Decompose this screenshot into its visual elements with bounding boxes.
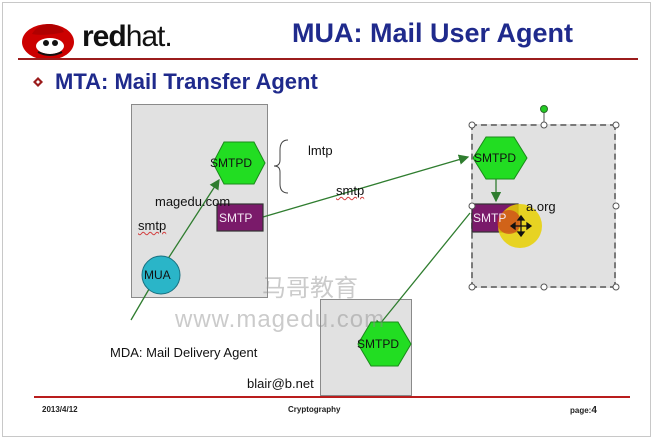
footer-divider <box>34 396 630 398</box>
smtpd-hexagon-bnet <box>357 321 412 367</box>
smtp-label-aorg: SMTP <box>473 211 507 225</box>
smtpd-label-magedu: SMTPD <box>210 156 252 170</box>
slide-border <box>2 2 651 437</box>
footer-topic: Cryptography <box>288 405 341 414</box>
watermark-chinese: 马哥教育 <box>262 274 358 302</box>
footer-page-number: 4 <box>591 405 597 416</box>
smtpd-label-bnet: SMTPD <box>357 337 399 351</box>
selection-handles[interactable] <box>468 121 620 291</box>
lmtp-brace-icon <box>273 139 289 194</box>
smtpd-label-aorg: SMTPD <box>474 151 516 165</box>
arrow-mda-to-mua <box>130 283 153 321</box>
move-cursor-icon <box>509 214 533 238</box>
lmtp-label: lmtp <box>308 143 333 158</box>
footer-page-label: page: <box>570 406 592 415</box>
diamond-bullet-icon <box>33 77 43 87</box>
arrow-mua-to-smtpd <box>161 178 220 269</box>
smtp-box-magedu <box>216 203 264 232</box>
smtp-edge-label-middle: smtp <box>336 183 365 198</box>
smtpd-hexagon-aorg <box>472 136 528 180</box>
smtpd-hexagon-magedu <box>212 141 266 185</box>
redhat-wordmark: redhat. <box>82 20 173 53</box>
footer-page: page:4 <box>570 405 597 416</box>
mda-label: MDA: Mail Delivery Agent <box>110 345 258 360</box>
smtp-label-magedu: SMTP <box>219 211 253 225</box>
arrow-aorg-to-bnet <box>374 212 471 332</box>
footer-date: 2013/4/12 <box>42 405 78 414</box>
smtp-edge-label-left: smtp <box>138 218 167 233</box>
aorg-domain-label: a.org <box>526 199 556 214</box>
redhat-logo <box>22 23 74 60</box>
slide-title: MUA: Mail User Agent <box>292 18 574 48</box>
mua-label: MUA <box>144 268 171 282</box>
rotate-handle[interactable] <box>540 105 548 113</box>
bullet-text: MTA: Mail Transfer Agent <box>55 69 318 94</box>
arrow-smtp-to-aorg <box>262 154 470 218</box>
bnet-address-label: blair@b.net <box>247 376 314 391</box>
magedu-domain-label: magedu.com <box>155 194 231 209</box>
watermark-url: www.magedu.com <box>175 306 386 333</box>
mua-circle <box>141 255 181 295</box>
title-divider <box>18 58 638 60</box>
